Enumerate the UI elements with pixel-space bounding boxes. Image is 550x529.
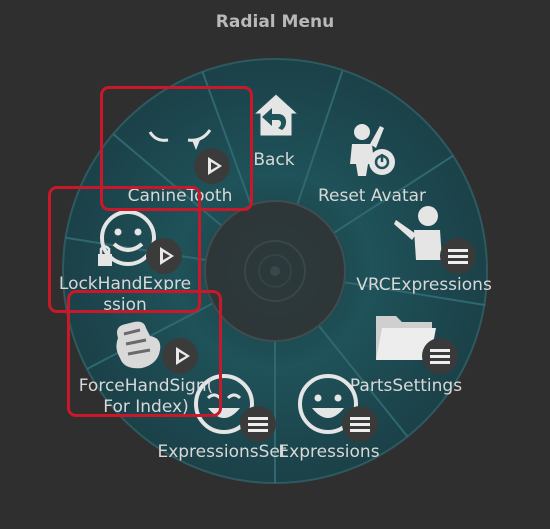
smile-face-icon [298,374,358,434]
highlight-lock-hand-expression [48,186,201,313]
play-icon [146,238,182,274]
play-icon [162,338,198,374]
play-icon [194,148,230,184]
submenu-list-icon [342,406,378,442]
vrc-expressions-label: VRCExpressions [356,275,492,295]
submenu-list-icon [440,238,476,274]
expressions-set-label: ExpressionsSet [157,442,287,462]
radial-menu-title: Radial Menu [215,12,335,32]
hand-sign-icon [116,321,161,369]
force-hand-sign-label: ForceHandSign( For Index) [78,376,214,417]
fang-icon [148,129,212,150]
folder-icon [376,316,436,360]
back-label: Back [253,150,295,170]
reset-avatar-label: Reset Avatar [317,186,427,206]
submenu-list-icon [240,406,276,442]
submenu-list-icon [422,338,458,374]
person-waving-icon [394,206,442,260]
expressions-label: Expressions [278,442,380,462]
parts-settings-label: PartsSettings [349,376,463,396]
locked-smile-icon [98,210,156,266]
highlight-force-hand-sign [67,290,222,417]
reset-avatar-icon [350,124,395,176]
canine-tooth-label: CanineTooth [127,186,233,206]
back-home-icon [252,93,300,137]
highlight-canine-tooth [100,86,253,211]
